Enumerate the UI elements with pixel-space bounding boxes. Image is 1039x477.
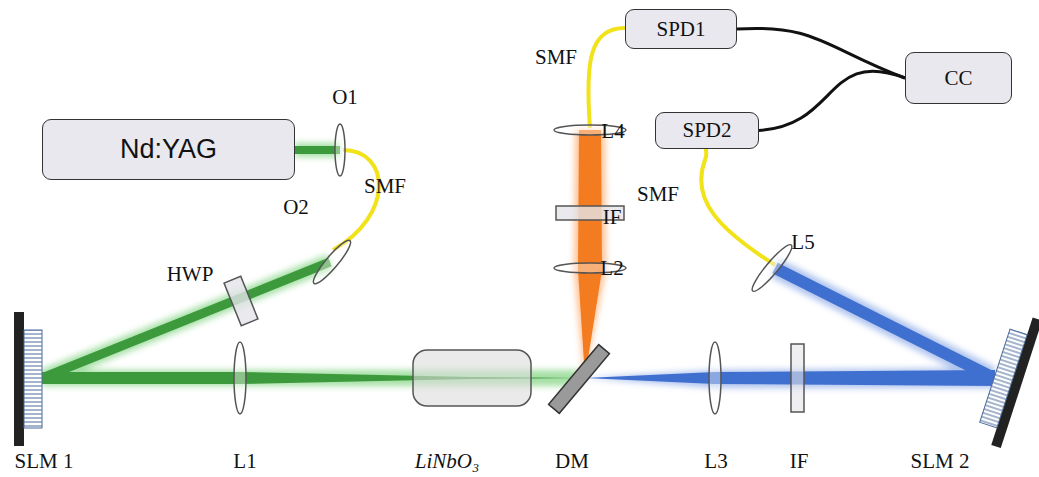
part-label: SMF (535, 47, 577, 68)
box-label: SPD1 (656, 17, 705, 42)
part-label: O1 (332, 87, 358, 108)
box-label: CC (944, 66, 972, 91)
part-label: SLM 1 (15, 451, 74, 472)
box-label: Nd:YAG (120, 134, 217, 165)
box-label: SPD2 (682, 118, 731, 143)
part-label: L2 (600, 258, 623, 279)
part-label: O2 (283, 197, 309, 218)
part-label: DM (555, 451, 589, 472)
fibers (333, 28, 775, 265)
part-label: L1 (233, 451, 256, 472)
part-label: SMF (637, 184, 679, 205)
detector-box: SPD1 (625, 9, 737, 49)
counter-box: CC (905, 52, 1012, 104)
part-label: IF (790, 451, 809, 472)
part-label: L3 (704, 451, 727, 472)
part-label: IF (603, 207, 622, 228)
part-label: L5 (791, 232, 814, 253)
part-label: LiNbO₃ (415, 451, 480, 472)
laser-box: Nd:YAG (42, 119, 295, 180)
part-label: L4 (601, 121, 624, 142)
part-label: HWP (167, 264, 214, 285)
part-label: SMF (364, 176, 406, 197)
part-label: SLM 2 (911, 451, 970, 472)
lenses (234, 124, 796, 414)
signal-cable (759, 71, 905, 130)
detector-box: SPD2 (655, 112, 759, 149)
